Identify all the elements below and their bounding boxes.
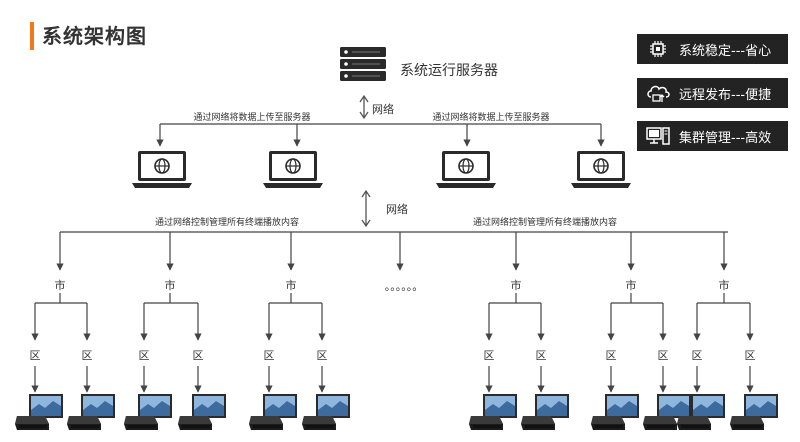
feature-stable: 系统稳定---省心 [637,34,788,64]
chip-icon [645,38,671,60]
laptop-icon [436,150,496,189]
terminal-player-icon [15,394,63,430]
district-label: 区 [658,349,669,362]
page-title: 系统架构图 [42,24,147,48]
district-label: 区 [484,349,495,362]
control-label-left: 通过网络控制管理所有终端播放内容 [155,216,299,228]
district-label: 区 [193,349,204,362]
district-label: 区 [317,349,328,362]
city-label: 市 [511,278,522,292]
terminal-player-icon [302,394,350,430]
terminal-player-icon [178,394,226,430]
network-label-lower: 网络 [386,202,408,216]
network-arrow-lower [361,189,371,228]
feature-cluster: 集群管理---高效 [637,121,788,151]
terminal-player-icon [521,394,569,430]
city-label: 市 [165,278,176,292]
district-label: 区 [606,349,617,362]
terminal-player-icon [730,394,778,430]
server-label: 系统运行服务器 [400,63,498,79]
district-label: 区 [692,349,703,362]
feature-remote-label: 远程发布---便捷 [679,87,772,103]
terminal-player-icon [67,394,115,430]
feature-remote: 远程发布---便捷 [637,78,788,108]
feature-stable-label: 系统稳定---省心 [679,43,772,59]
district-label: 区 [82,349,93,362]
server-icon [340,47,386,81]
terminal-player-icon [591,394,639,430]
city-label: 市 [719,278,730,292]
laptop-icon [132,150,192,189]
city-label: 市 [55,278,66,292]
computer-cluster-icon [645,125,671,147]
district-label: 区 [264,349,275,362]
terminal-player-icon [249,394,297,430]
district-label: 区 [139,349,150,362]
ellipsis-label: 。。。。。。 [385,280,424,293]
upload-label-left: 通过网络将数据上传至服务器 [193,111,310,123]
control-label-right: 通过网络控制管理所有终端播放内容 [473,216,617,228]
laptop-icon [571,150,631,189]
network-label-upper: 网络 [372,102,394,116]
network-arrow-upper [359,94,369,120]
district-label: 区 [536,349,547,362]
title-accent-bar [30,22,34,50]
city-label: 市 [286,278,297,292]
district-label: 区 [30,349,41,362]
terminal-player-icon [124,394,172,430]
terminal-player-icon [469,394,517,430]
district-label: 区 [745,349,756,362]
city-label: 市 [626,278,637,292]
feature-cluster-label: 集群管理---高效 [679,130,772,146]
laptop-icon [263,150,323,189]
cloud-publish-icon [645,82,671,104]
upload-label-right: 通过网络将数据上传至服务器 [432,111,549,123]
